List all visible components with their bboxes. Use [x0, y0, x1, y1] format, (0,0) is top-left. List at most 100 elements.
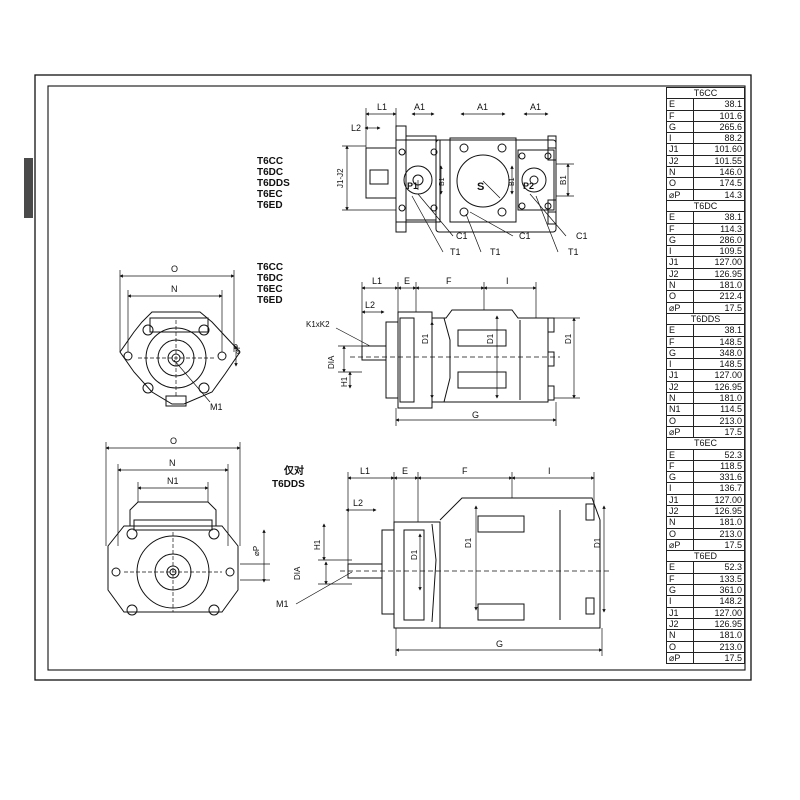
spec-key: J1: [666, 369, 694, 382]
top-C1-c: C1: [576, 231, 588, 241]
spec-value: 181.0: [693, 279, 745, 292]
spec-value: 127.00: [693, 493, 745, 506]
top-B1-left: B1: [439, 177, 446, 186]
model-top-0: T6CC: [257, 156, 283, 167]
model-top-2: T6DDS: [257, 178, 290, 189]
spec-group-header: T6DDS: [666, 312, 745, 326]
spec-key: J2: [666, 267, 694, 281]
top-T1-b: T1: [490, 247, 501, 257]
bottom-side-labels: L1 E F I L2 H1 DIA D1 D1 D1 M1 G: [276, 466, 602, 649]
spec-value: 213.0: [693, 414, 745, 427]
spec-group-header: T6ED: [666, 550, 745, 563]
model-mid-1: T6DC: [257, 273, 283, 284]
spec-key: N: [666, 279, 694, 292]
mid-D1-a: D1: [421, 333, 430, 344]
spec-key: I: [666, 358, 694, 371]
mid-I: I: [506, 276, 509, 286]
spec-value: 126.95: [693, 380, 745, 394]
model-list-top: T6CC T6DC T6DDS T6EC T6ED: [257, 156, 290, 211]
bot-D1-b: D1: [464, 537, 473, 548]
spec-key: ⌀P: [666, 651, 694, 665]
spec-value: 181.0: [693, 516, 745, 529]
spec-value: 286.0: [693, 233, 745, 247]
mid-P: ⌀P: [233, 344, 242, 354]
mid-side-labels: L1 E F I L2 K1xK2 D1 D1 D1 DIA H1 G: [306, 276, 573, 420]
spec-value: 331.6: [693, 471, 745, 484]
spec-key: J1: [666, 606, 694, 619]
spec-key: G: [666, 471, 694, 484]
spec-key: F: [666, 109, 694, 122]
top-J1J2: J1-J2: [336, 168, 345, 188]
bot-L2: L2: [353, 498, 363, 508]
top-C1-a: C1: [456, 231, 468, 241]
spec-key: N: [666, 629, 694, 642]
spec-key: G: [666, 346, 694, 360]
spec-value: 361.0: [693, 584, 745, 597]
mid-DIA: DIA: [327, 355, 336, 369]
spec-value: 38.1: [693, 211, 745, 224]
bot-I: I: [548, 466, 551, 476]
spec-model-name: T6DC: [666, 199, 745, 213]
inner-frame: [47, 85, 746, 671]
model-list-mid: T6CC T6DC T6EC T6ED: [257, 262, 283, 306]
spec-key: G: [666, 120, 694, 134]
spec-group-header: T6EC: [666, 437, 745, 450]
spec-value: 181.0: [693, 392, 745, 405]
spec-key: ⌀P: [666, 538, 694, 552]
spec-group-header: T6CC: [666, 86, 745, 100]
spec-key: E: [666, 561, 694, 574]
mid-D1-c: D1: [564, 333, 573, 344]
bot-O: O: [170, 436, 177, 446]
bottom-front-labels: O N N1 ⌀P: [167, 436, 261, 556]
spec-key: E: [666, 324, 694, 337]
top-A1-mid: A1: [477, 102, 488, 112]
spec-value: 52.3: [693, 448, 745, 461]
spec-value: 114.3: [693, 222, 745, 235]
spec-key: I: [666, 595, 694, 608]
spec-key: ⌀P: [666, 188, 694, 201]
top-A1-left: A1: [414, 102, 425, 112]
top-L2: L2: [351, 123, 361, 133]
spec-value: 88.2: [693, 132, 745, 145]
bottom-side-dims: [295, 472, 610, 656]
spec-value: 126.95: [693, 267, 745, 281]
spec-key: N: [666, 166, 694, 179]
bot-N1: N1: [167, 476, 179, 486]
top-dimension-lines: [342, 108, 574, 253]
spec-key: O: [666, 527, 694, 540]
spec-value: 148.2: [693, 595, 745, 608]
spec-key: J1: [666, 143, 694, 156]
mid-D1-b: D1: [486, 333, 495, 344]
mid-front-dims: [119, 270, 238, 403]
spec-value: 126.95: [693, 617, 745, 631]
spec-value: 213.0: [693, 640, 745, 653]
mid-side-dims: [335, 282, 580, 426]
spec-key: J2: [666, 504, 694, 518]
bot-H1: H1: [313, 539, 322, 550]
top-side-view: [365, 125, 557, 233]
top-T1-a: T1: [450, 247, 461, 257]
top-T1-c: T1: [568, 247, 579, 257]
spec-value: 348.0: [693, 346, 745, 360]
